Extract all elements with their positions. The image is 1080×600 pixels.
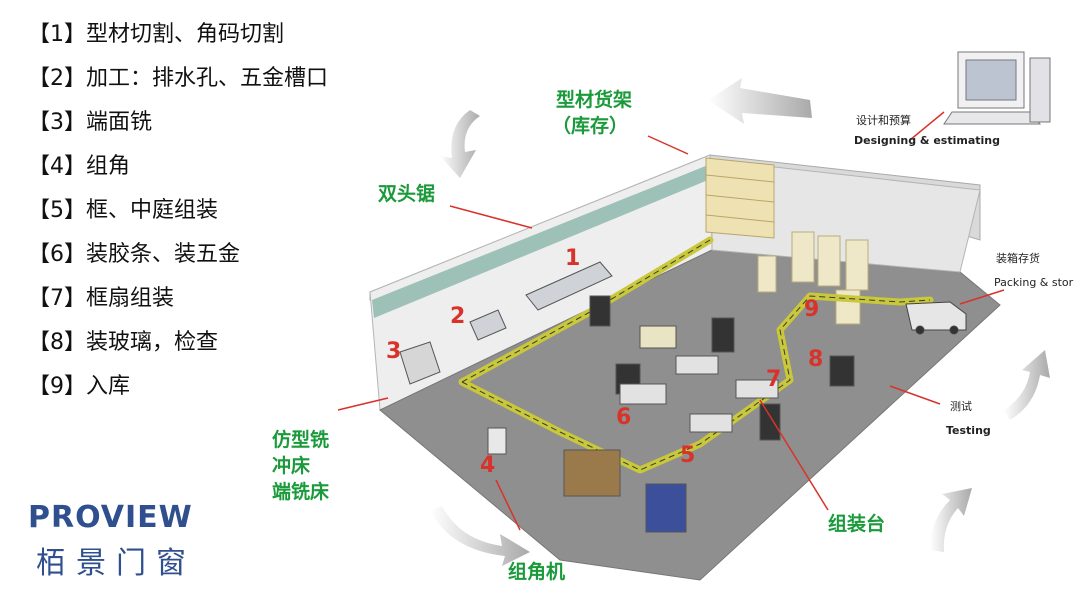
station-number-3: 3	[386, 339, 401, 364]
label-end-milling: 端铣床	[272, 480, 329, 503]
station-number-1: 1	[565, 246, 580, 271]
label-punch-press: 冲床	[272, 454, 310, 477]
leader-lines	[337, 111, 1005, 531]
process-step-9: 【9】入库	[28, 374, 130, 399]
storage-box-row	[639, 325, 677, 349]
label-copy-milling: 仿型铣	[272, 428, 329, 451]
computer-workstation	[943, 51, 1051, 125]
station-number-2: 2	[450, 304, 465, 329]
flow-arrow-right	[1004, 350, 1050, 420]
assembly-table-4	[675, 355, 719, 375]
process-step-6: 【6】装胶条、装五金	[28, 242, 240, 267]
building-window-band	[372, 165, 708, 318]
process-step-5: 【5】框、中庭组装	[28, 198, 218, 223]
label-testing-en: Testing	[946, 424, 991, 437]
drilling-machine	[469, 309, 507, 341]
flow-arrow-top	[708, 78, 812, 124]
process-step-3: 【3】端面铣	[28, 110, 152, 135]
frame-rack-2	[711, 317, 735, 353]
label-double-head-saw: 双头锯	[378, 182, 435, 205]
flow-arrow-left	[440, 110, 480, 178]
corner-crimping-machine	[487, 427, 507, 455]
label-packing-en: Packing & stor	[994, 276, 1074, 289]
double-head-saw	[525, 261, 613, 311]
process-step-8: 【8】装玻璃，检查	[28, 330, 218, 355]
process-step-2: 【2】加工：排水孔、五金槽口	[28, 66, 328, 91]
label-profile-rack: 型材货架	[556, 88, 632, 111]
flow-arrows	[430, 78, 1050, 566]
label-corner-crimper: 组角机	[508, 560, 565, 583]
label-assembly-table: 组装台	[828, 512, 885, 535]
blue-cabinet	[645, 483, 687, 533]
glass-rack-1	[759, 403, 781, 441]
tool-shelf	[563, 449, 621, 497]
station-number-9: 9	[804, 297, 819, 322]
assembly-table-2	[689, 413, 733, 433]
flow-arrow-bottom-right	[930, 488, 972, 552]
brand-logo-text: PROVIEW	[28, 500, 193, 535]
label-packing-cn: 装箱存货	[996, 251, 1040, 265]
label-profile-rack-stock: （库存）	[552, 114, 628, 137]
delivery-truck	[905, 301, 967, 335]
assembly-table-3	[735, 379, 779, 399]
station-number-7: 7	[766, 367, 781, 392]
station-number-6: 6	[616, 405, 631, 430]
flow-arrow-bottom-left	[430, 506, 530, 566]
station-number-8: 8	[808, 347, 823, 372]
station-numbers: 1 2 3 4 5 6 7 8 9	[386, 246, 823, 478]
brand-name-cn: 栢景门窗	[36, 546, 196, 581]
station-number-5: 5	[680, 443, 695, 468]
glass-rack-2	[829, 355, 855, 387]
storage-cabinets	[757, 231, 869, 325]
label-design-en: Designing & estimating	[854, 134, 1000, 147]
assembly-table-1	[619, 383, 667, 405]
process-step-7: 【7】框扇组装	[28, 286, 174, 311]
process-step-1: 【1】型材切割、角码切割	[28, 22, 284, 47]
process-step-4: 【4】组角	[28, 154, 130, 179]
label-testing-cn: 测试	[950, 400, 972, 413]
station-number-4: 4	[480, 453, 495, 478]
label-design-cn: 设计和预算	[856, 113, 911, 127]
frame-rack-1	[589, 295, 611, 327]
machines	[399, 261, 855, 533]
end-milling-machine	[399, 341, 441, 385]
